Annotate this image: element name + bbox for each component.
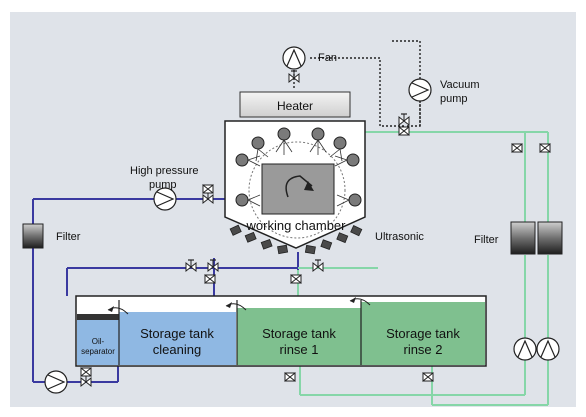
nozzle-icon [333,136,347,150]
cleaning-outlet-check-valve-icon [80,367,92,377]
tank-rinse2-label-1: Storage tank [386,326,460,341]
heater-label: Heater [277,99,313,113]
nozzle-icon [251,136,265,150]
vacuum-pump-icon [408,78,432,102]
tank-cleaning [119,312,236,365]
rotation-arrow-icon [285,175,313,198]
right-valve-1-icon [511,143,523,153]
nozzle-icon [348,193,362,207]
tank-rinse2 [361,302,485,365]
rinse-pump-1-icon [513,337,537,361]
high-pressure-pump-label-1: High pressure [130,165,198,177]
oil-separator-label-2: separator [81,347,115,356]
filter-right-1-icon [510,221,536,255]
rinse-pump-2-icon [536,337,560,361]
tank-rinse1-label-2: rinse 1 [279,342,318,357]
filter-left-icon [22,223,44,249]
rotation-circle [248,141,346,239]
nozzle-icon [346,153,360,167]
ultrasonic-transducers [229,224,363,255]
rotation-arrow-head-icon [304,181,314,191]
filter-left-label: Filter [56,231,81,243]
tank-cleaning-label-2: cleaning [153,342,201,357]
heater-box [239,91,351,118]
oil-separator-label-1: Oil- [92,337,105,346]
tank-rinse1 [237,308,361,365]
filter-right-2-icon [537,221,563,255]
high-pressure-pump-icon [153,187,177,211]
cleaning-pump-icon [44,370,68,394]
tank-cleaning-label-1: Storage tank [140,326,214,341]
filter-right-label: Filter [474,234,499,246]
nozzle-icon [277,127,291,141]
high-pressure-check-valve-icon [202,184,214,194]
rinse1-outlet-valve-icon [284,372,296,382]
fan-label: Fan [318,52,337,64]
nozzle-icon [235,153,249,167]
ultrasonic-label: Ultrasonic [375,231,424,243]
working-chamber-label: working chamber [246,218,347,233]
blue-circuit-lines [32,198,299,383]
rinse-check-valve-icon [290,274,302,284]
vacuum-pump-label-1: Vacuum [440,79,480,91]
oil-separator [77,314,119,365]
right-valve-2-icon [539,143,551,153]
cleaning-basket [261,163,335,215]
return-check-valve-icon [204,274,216,284]
vacuum-pump-label-2: pump [440,93,468,105]
fan-icon [282,46,306,70]
high-pressure-pump-label-2: pump [149,179,177,191]
oil-separator-top [77,314,119,320]
nozzle-icon [311,127,325,141]
tank-rinse2-label-2: rinse 2 [403,342,442,357]
nozzle-icon [235,193,249,207]
spray-jets [247,139,350,207]
rinse2-outlet-valve-icon [422,372,434,382]
vacuum-check-valve-icon [398,126,410,136]
tank-rinse1-label-1: Storage tank [262,326,336,341]
